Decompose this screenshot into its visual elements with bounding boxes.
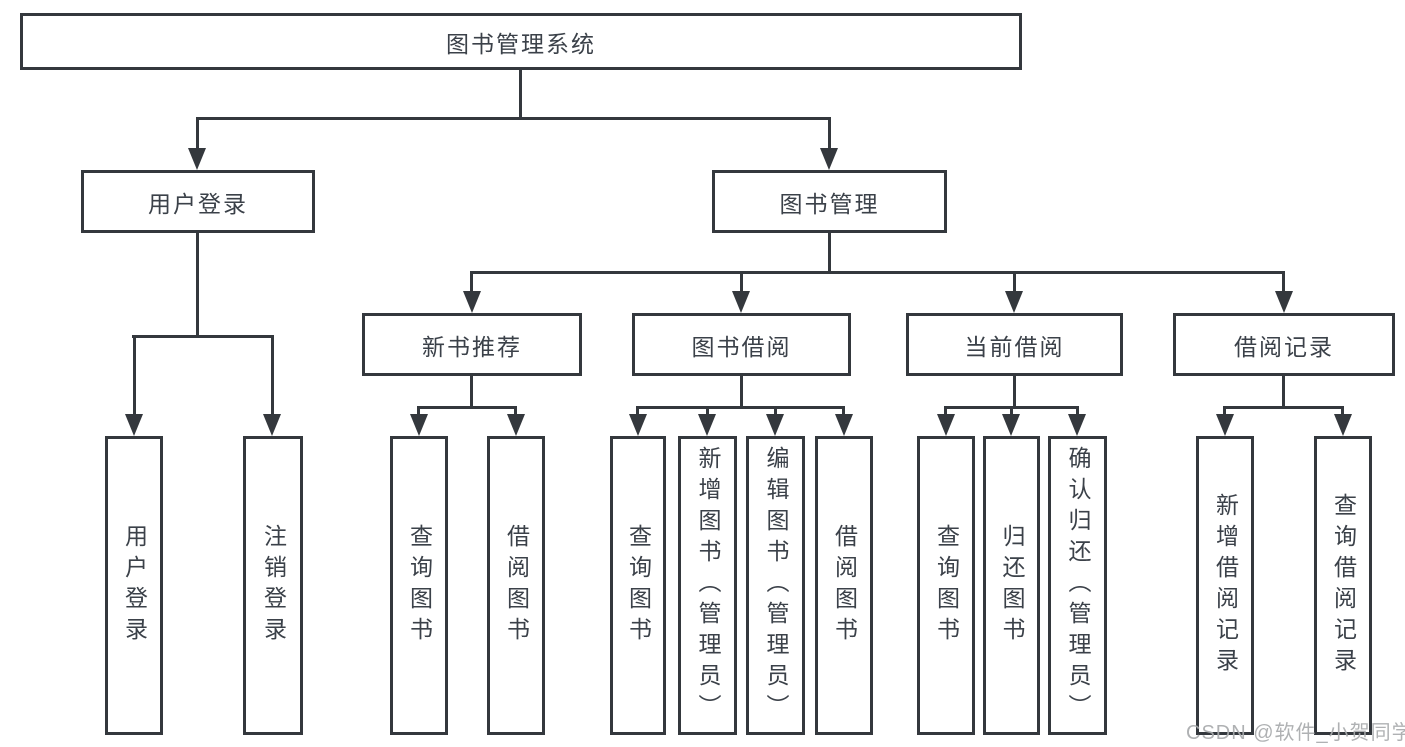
connector-line [1013,271,1016,293]
connector-line [1223,406,1226,416]
leaf-label: 新增图书（管理员） [695,446,721,725]
leaf-label: 查询借阅记录 [1330,492,1357,679]
node-root: 图书管理系统 [20,13,1022,70]
connector-line [740,375,743,408]
connector-arrowhead-down [410,414,428,436]
connector-arrowhead-down [463,291,481,313]
connector-line [636,406,639,416]
connector-arrowhead-down [698,414,716,436]
connector-line [1282,375,1285,408]
leaf-borrowing-borrow-books: 借阅图书 [815,436,873,735]
leaf-borrowing-query-books: 查询图书 [610,436,666,735]
leaf-logout: 注销登录 [243,436,303,735]
connector-arrowhead-down [1216,414,1234,436]
leaf-user-login: 用户登录 [105,436,163,735]
leaf-records-query-record: 查询借阅记录 [1314,436,1372,735]
leaf-label: 查询图书 [406,523,433,648]
connector-arrowhead-down [937,414,955,436]
connector-arrowhead-down [263,414,281,436]
connector-line [196,117,199,150]
leaf-newbooks-borrow-books: 借阅图书 [487,436,545,735]
node-borrowing-records: 借阅记录 [1173,313,1395,376]
leaf-label: 归还图书 [999,523,1025,648]
node-root-label: 图书管理系统 [446,30,596,57]
connector-arrowhead-down [1275,291,1293,313]
node-book-management-label: 图书管理 [779,190,880,217]
leaf-current-return-books: 归还图书 [983,436,1040,735]
connector-line [133,335,136,416]
connector-line [1013,375,1016,408]
leaf-newbooks-query-books: 查询图书 [390,436,448,735]
connector-line [1076,406,1079,416]
connector-line [828,117,831,150]
leaf-borrowing-edit-books-admin: 编辑图书（管理员） [746,436,805,735]
leaf-current-query-books: 查询图书 [917,436,975,735]
connector-line [1282,271,1285,293]
connector-arrowhead-down [1334,414,1352,436]
connector-arrowhead-down [1002,414,1020,436]
connector-line [196,117,831,120]
node-borrowing-records-label: 借阅记录 [1234,333,1334,360]
connector-arrowhead-down [835,414,853,436]
node-book-borrowing-label: 图书借阅 [691,333,792,360]
connector-line [1341,406,1344,416]
node-user-login-label: 用户登录 [148,190,248,217]
leaf-label: 查询图书 [933,523,960,648]
leaf-borrowing-add-books-admin: 新增图书（管理员） [678,436,737,735]
leaf-label: 注销登录 [260,523,287,648]
connector-line [519,69,522,118]
node-current-borrowing-label: 当前借阅 [964,333,1065,360]
leaf-label: 新增借阅记录 [1212,492,1239,679]
leaf-records-add-record: 新增借阅记录 [1196,436,1254,735]
connector-line [1224,406,1344,409]
node-book-borrowing: 图书借阅 [632,313,851,376]
connector-line [196,233,199,335]
leaf-current-confirm-return-admin: 确认归还（管理员） [1048,436,1107,735]
connector-arrowhead-down [507,414,525,436]
connector-line [514,406,517,416]
connector-arrowhead-down [1005,291,1023,313]
node-current-borrowing: 当前借阅 [906,313,1123,376]
connector-line [774,406,777,416]
leaf-label: 借阅图书 [831,523,858,648]
connector-arrowhead-down [1068,414,1086,436]
connector-line [417,406,517,409]
connector-line [470,271,1284,274]
connector-arrowhead-down [820,148,838,170]
leaf-label: 借阅图书 [503,523,530,648]
node-new-book-recommendation: 新书推荐 [362,313,582,376]
leaf-label: 查询图书 [625,523,652,648]
connector-line [470,375,473,408]
connector-line [740,271,743,293]
connector-line [828,233,831,273]
node-book-management: 图书管理 [712,170,947,233]
connector-line [637,406,845,409]
connector-line [1010,406,1013,416]
connector-arrowhead-down [766,414,784,436]
leaf-label: 确认归还（管理员） [1065,446,1091,725]
connector-line [132,335,274,338]
connector-arrowhead-down [125,414,143,436]
connector-line [842,406,845,416]
connector-arrowhead-down [629,414,647,436]
connector-line [271,335,274,416]
leaf-label: 用户登录 [121,523,148,648]
node-user-login: 用户登录 [81,170,315,233]
watermark: CSDN @软件_小贺同学 [1186,722,1405,744]
node-new-book-recommendation-label: 新书推荐 [422,333,522,360]
connector-line [470,271,473,293]
connector-arrowhead-down [188,148,206,170]
connector-line [944,406,947,416]
connector-line [417,406,420,416]
connector-arrowhead-down [732,291,750,313]
connector-line [706,406,709,416]
leaf-label: 编辑图书（管理员） [763,446,789,725]
